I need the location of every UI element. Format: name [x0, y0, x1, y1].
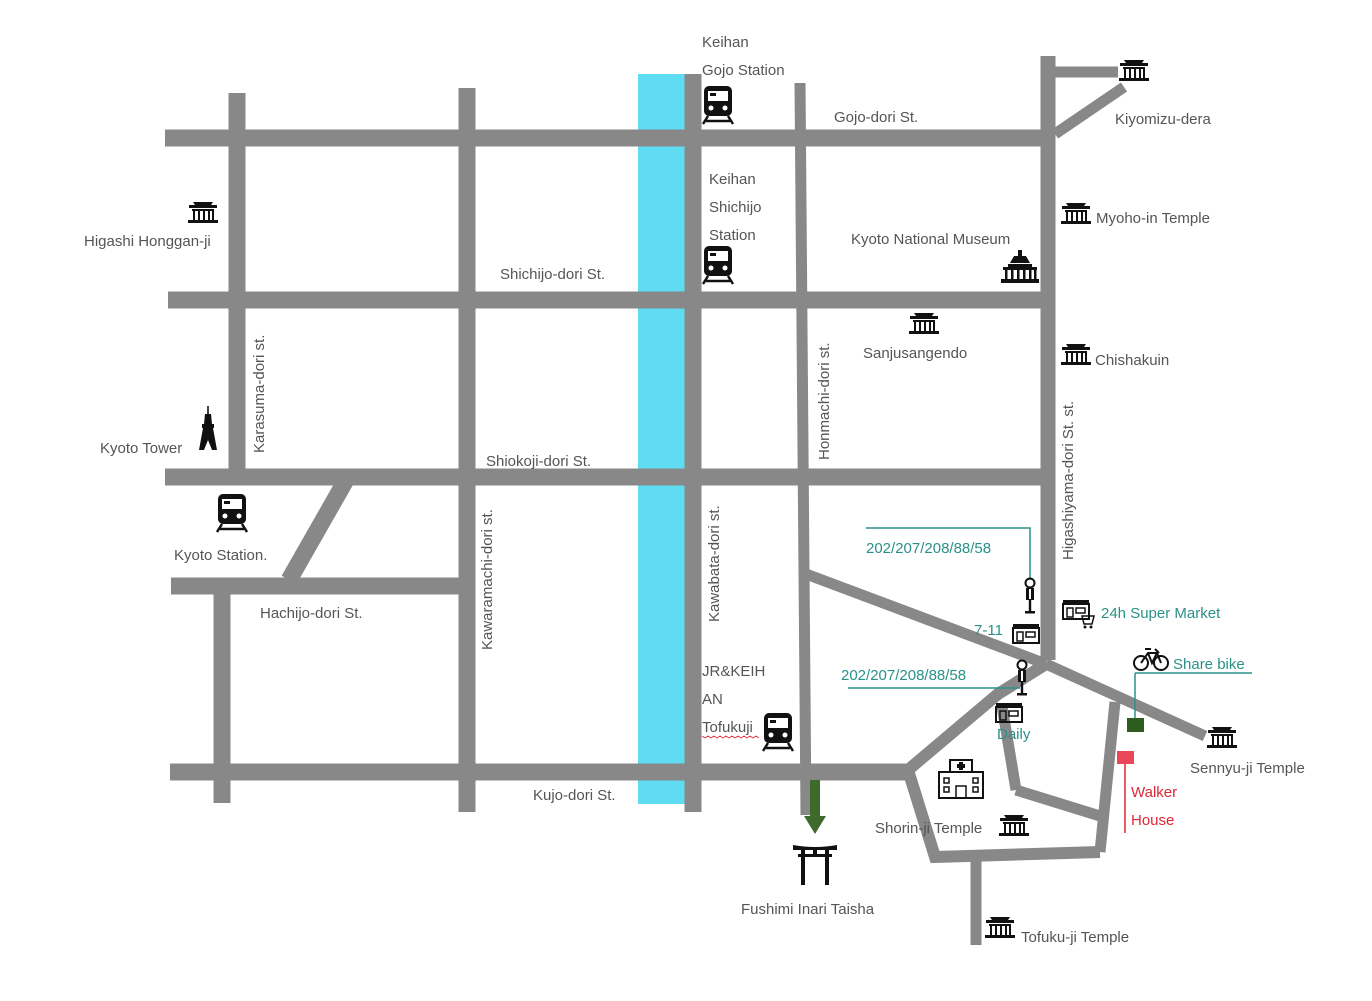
diagonal-road: [804, 568, 1048, 670]
southeast-loop-road: [901, 658, 1101, 864]
temple-icon: [188, 202, 218, 223]
honmachi-road: [794, 82, 812, 816]
temple-icon: [985, 917, 1015, 938]
shichijo-station-label-line1: Keihan: [709, 171, 756, 188]
temple-icon: [909, 313, 939, 334]
tofukuji-station-label-line3: Tofukuji: [702, 719, 753, 736]
kiyomizu-label: Kiyomizu-dera: [1115, 111, 1212, 128]
train-icon: [215, 492, 249, 534]
torii-icon: [793, 845, 837, 885]
gojo-street-label: Gojo-dori St.: [834, 109, 918, 126]
shorinji-road: [996, 705, 1022, 791]
daily-label: Daily: [997, 726, 1031, 743]
tofukuji-station-label-line2: AN: [702, 691, 723, 708]
temple-icon: [999, 815, 1029, 836]
store-icon: [1012, 623, 1040, 644]
shichijo-station-label-line2: Shichijo: [709, 199, 762, 216]
shichijo-station-label-line3: Station: [709, 227, 756, 244]
bicycle-icon: [1133, 648, 1169, 671]
chishakuin-label: Chishakuin: [1095, 352, 1169, 369]
kawaramachi-street-label: Kawaramachi-dori st.: [479, 509, 496, 650]
route-arrow: [804, 780, 826, 834]
walker-house-label-line2: House: [1131, 812, 1174, 829]
gojo-station-label-line1: Keihan: [702, 34, 749, 51]
bus-stop-icon: [1016, 659, 1028, 697]
hachijo-street-label: Hachijo-dori St.: [260, 605, 363, 622]
myoho-in-label: Myoho-in Temple: [1096, 210, 1210, 227]
kiyomizu-road-diagonal: [1051, 82, 1128, 139]
bus-stop-icon: [1024, 577, 1036, 615]
road-network: [165, 74, 1050, 812]
kawabata-street-label: Kawabata-dori st.: [706, 505, 723, 622]
tofukuji-station-label-line1: JR&KEIH: [702, 663, 765, 680]
spellcheck-underline: [701, 735, 760, 739]
shiokoji-street-label: Shiokoji-dori St.: [486, 453, 591, 470]
share-bike-station-marker: [1127, 718, 1144, 732]
temple-icon: [1061, 203, 1091, 224]
kamo-river: [638, 74, 686, 804]
kyoto-station-label: Kyoto Station.: [174, 547, 267, 564]
honmachi-street-label: Honmachi-dori st.: [816, 342, 833, 460]
bus-routes-upper-label: 202/207/208/88/58: [866, 540, 991, 557]
tower-icon: [199, 406, 217, 450]
east-road: [1094, 701, 1121, 853]
hospital-icon: [938, 759, 984, 799]
bus-routes-lower-label: 202/207/208/88/58: [841, 667, 966, 684]
supermarket-label: 24h Super Market: [1101, 605, 1221, 622]
tofukuji-temple-label: Tofuku-ji Temple: [1021, 929, 1129, 946]
kujo-street-label: Kujo-dori St.: [533, 787, 616, 804]
seven-eleven-label: 7-11: [974, 622, 1003, 639]
higashiyama-street-label: Higashiyama-dori St. st.: [1060, 401, 1077, 560]
shopping-cart-icon: [1081, 615, 1095, 629]
temple-icon: [1061, 344, 1091, 365]
sennyuji-label: Sennyu-ji Temple: [1190, 760, 1305, 777]
hachijo-diagonal-road: [281, 475, 354, 585]
temple-icon: [1119, 60, 1149, 81]
inner-road: [1014, 784, 1102, 822]
train-icon: [701, 84, 735, 126]
gojo-station-label-line2: Gojo Station: [702, 62, 785, 79]
sanjusangendo-label: Sanjusangendo: [863, 345, 967, 362]
sennyuji-road: [1043, 658, 1208, 742]
higashi-honggan-label: Higashi Honggan-ji: [84, 233, 211, 250]
fushimi-inari-label: Fushimi Inari Taisha: [741, 901, 875, 918]
shichijo-street-label: Shichijo-dori St.: [500, 266, 605, 283]
walker-house-marker: [1117, 751, 1134, 764]
karasuma-street-label: Karasuma-dori st.: [251, 335, 268, 453]
temple-icon: [1207, 727, 1237, 748]
train-icon: [701, 244, 735, 286]
national-museum-label: Kyoto National Museum: [851, 231, 1010, 248]
share-bike-label: Share bike: [1173, 656, 1245, 673]
train-icon: [761, 711, 795, 753]
bus-upper-connector: [866, 527, 1031, 580]
museum-icon: [1001, 250, 1039, 283]
walker-house-label-line1: Walker: [1131, 784, 1177, 801]
kyoto-tower-label: Kyoto Tower: [100, 440, 182, 457]
shorinji-label: Shorin-ji Temple: [875, 820, 982, 837]
